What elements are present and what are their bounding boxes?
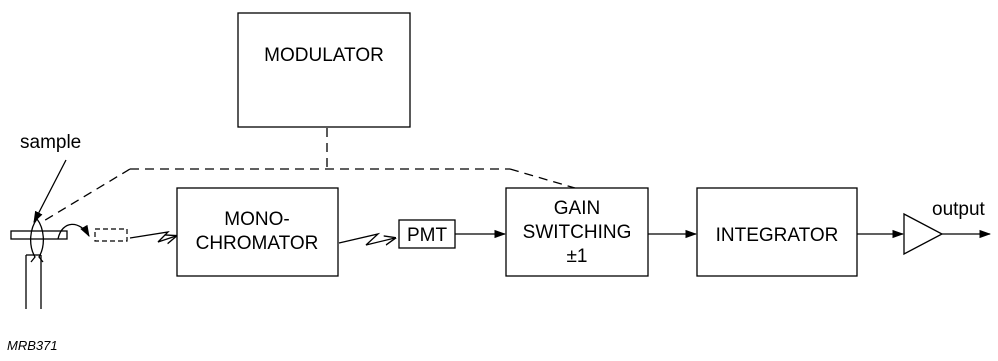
modulator-block: MODULATOR xyxy=(237,12,411,128)
gain-switching-block: GAIN SWITCHING ±1 xyxy=(505,187,649,277)
gain-label-line1: GAIN xyxy=(554,198,600,219)
amplifier-triangle-icon xyxy=(903,212,944,256)
sample-label: sample xyxy=(20,132,81,153)
emission-curved-arrow xyxy=(57,223,90,240)
figure-reference-code: MRB371 xyxy=(7,338,58,353)
monochromator-label-line2: CHROMATOR xyxy=(196,233,319,254)
modulation-dashed-lines xyxy=(41,128,576,223)
gain-label-line3: ±1 xyxy=(567,246,588,267)
gain-label-line2: SWITCHING xyxy=(523,222,632,243)
optical-path-dashed xyxy=(94,228,176,242)
sample-holder xyxy=(10,218,68,309)
integrator-block: INTEGRATOR xyxy=(696,187,858,277)
pmt-block: PMT xyxy=(398,219,456,249)
sample-pointer-arrow xyxy=(33,159,67,224)
pmt-label: PMT xyxy=(407,225,448,246)
output-label: output xyxy=(932,199,986,220)
modulator-label: MODULATOR xyxy=(264,45,384,66)
monochromator-label-line1: MONO- xyxy=(224,209,289,230)
integrator-label: INTEGRATOR xyxy=(716,225,839,246)
monochromator-block: MONO- CHROMATOR xyxy=(176,187,339,277)
light-arrow-to-pmt xyxy=(338,232,395,246)
